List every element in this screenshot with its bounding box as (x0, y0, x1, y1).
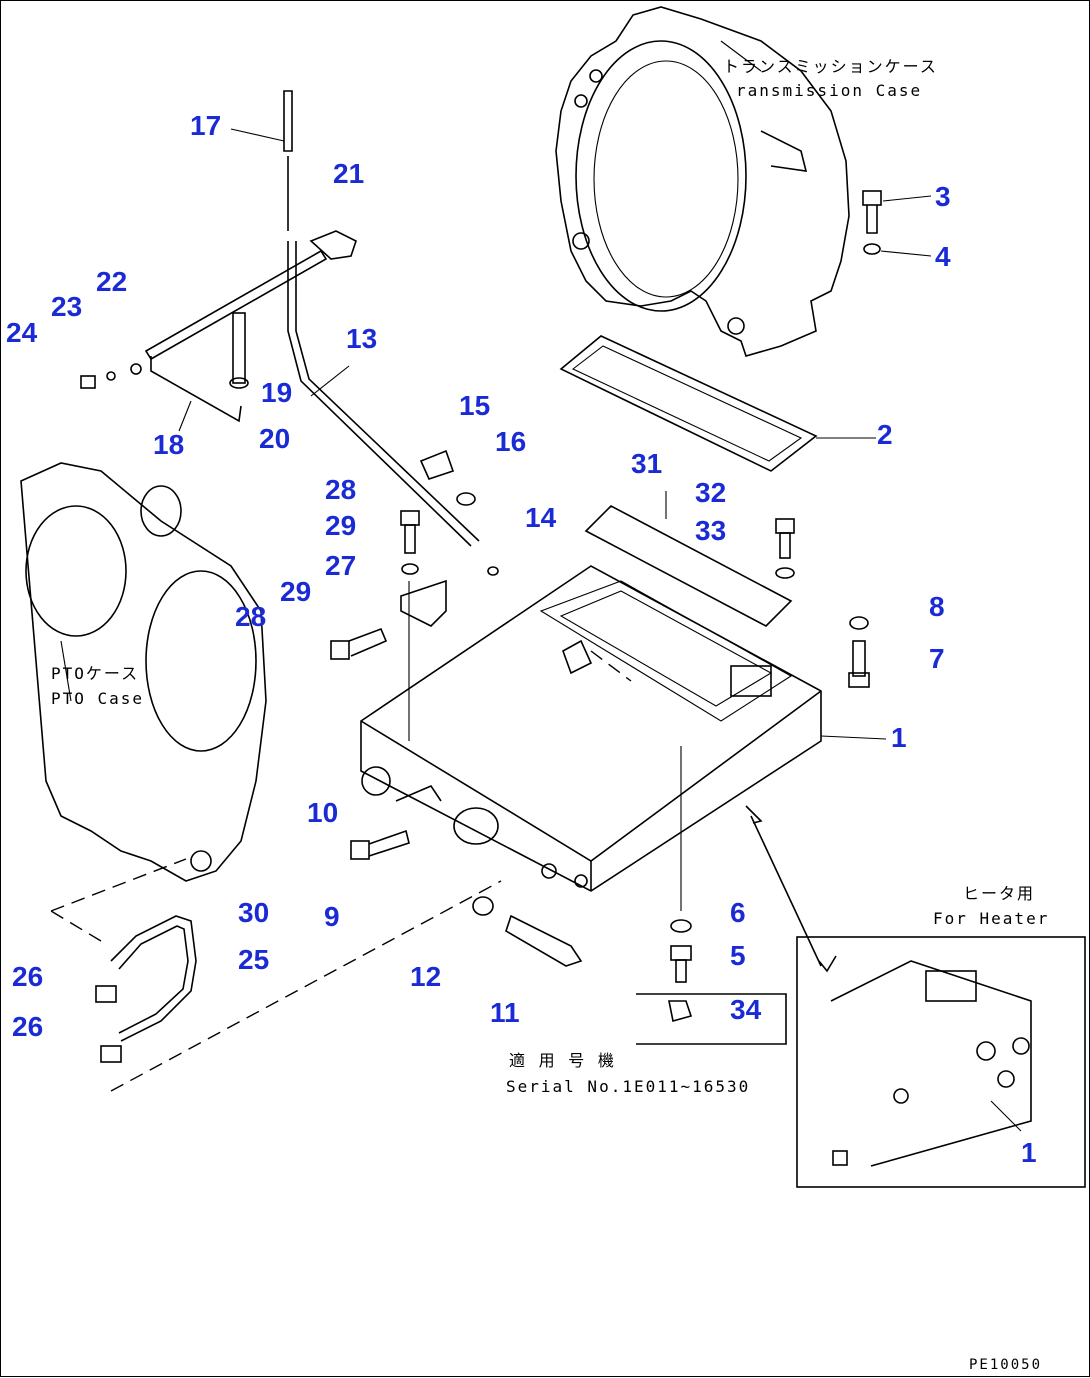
drawing-code: PE10050 (969, 1357, 1043, 1373)
callout-18: 18 (153, 429, 185, 460)
callout-21: 21 (333, 158, 365, 189)
bolt-5 (636, 919, 787, 1045)
callout-8: 8 (929, 591, 945, 622)
pto-case-en-label: PTO Case (51, 689, 145, 708)
callout-4: 4 (935, 241, 951, 272)
pto-case (20, 462, 267, 882)
callout-22: 22 (96, 266, 128, 297)
callout-26-lower: 26 (12, 1011, 44, 1042)
callout-17: 17 (190, 110, 222, 141)
callout-16: 16 (495, 426, 527, 457)
heater-jp-label: ヒータ用 (963, 884, 1036, 903)
callout-10: 10 (307, 797, 339, 828)
heater-inset (745, 805, 1086, 1188)
pto-case-jp-label: PTOケース (51, 664, 140, 683)
callout-13: 13 (346, 323, 378, 354)
callout-2: 2 (877, 419, 893, 450)
callout-32: 32 (695, 477, 727, 508)
callout-30: 30 (238, 897, 270, 928)
bolt-3 (862, 190, 932, 257)
heater-en-label: For Heater (933, 909, 1050, 928)
dipstick-tube (230, 90, 480, 547)
callout-11: 11 (490, 997, 520, 1028)
gasket (559, 335, 876, 472)
callout-12: 12 (410, 961, 442, 992)
bolt-7 (848, 616, 870, 688)
bracket-18 (80, 230, 357, 432)
callout-34: 34 (730, 994, 762, 1025)
bolt-32 (775, 518, 795, 579)
callout-23: 23 (51, 291, 83, 322)
callout-27: 27 (325, 550, 357, 581)
cover-plate (584, 491, 793, 627)
plug-11 (472, 896, 583, 967)
callout-7: 7 (929, 643, 945, 674)
callout-26: 26 (12, 961, 44, 992)
callout-33: 33 (695, 515, 727, 546)
trans-leader (720, 40, 762, 72)
callout-28: 28 (325, 474, 357, 505)
pipe-25 (95, 915, 197, 1063)
callout-14: 14 (525, 502, 557, 533)
callout-15: 15 (459, 390, 491, 421)
callout-29: 29 (325, 510, 357, 541)
bracket-27 (330, 510, 447, 660)
callout-28-lower: 28 (235, 601, 267, 632)
callout-20: 20 (259, 423, 291, 454)
bolt-9 (350, 785, 442, 860)
fittings (419, 449, 593, 675)
callout-29-lower: 29 (280, 576, 312, 607)
callout-1: 1 (891, 722, 907, 753)
callout-6: 6 (730, 897, 746, 928)
serial-en-label: Serial No.1E011~16530 (506, 1077, 751, 1096)
assembly-lines (50, 581, 682, 1092)
transmission-case-jp-label: トランスミッションケース (723, 57, 938, 76)
callout-3: 3 (935, 181, 951, 212)
transmission-case-en-label: ransmission Case (736, 81, 923, 100)
pto-leader (60, 640, 72, 702)
callout-19: 19 (261, 377, 293, 408)
callout-31: 31 (631, 448, 663, 479)
callout-5: 5 (730, 940, 746, 971)
main-case (360, 565, 887, 892)
callout-25: 25 (238, 944, 270, 975)
transmission-case (555, 6, 850, 357)
callout-24: 24 (6, 317, 38, 348)
serial-jp-label: 適 用 号 機 (509, 1051, 616, 1070)
callout-9: 9 (324, 901, 340, 932)
callout-1-heater: 1 (1021, 1137, 1037, 1168)
